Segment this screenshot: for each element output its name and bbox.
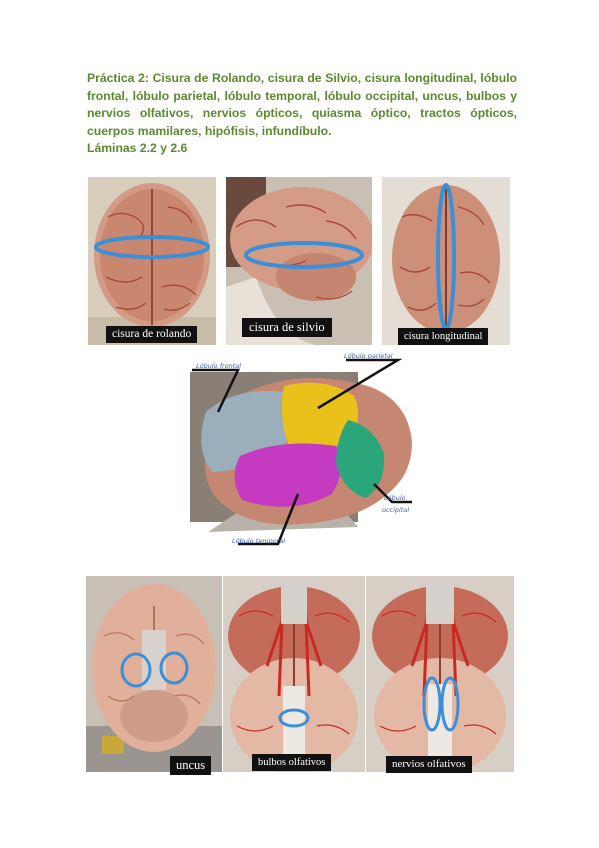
caption-cisura-longitudinal: cisura longitudinal xyxy=(398,328,489,345)
practice-heading: Práctica 2: Cisura de Rolando, cisura de… xyxy=(87,70,517,158)
caption-nervios-olfativos: nervios olfativos xyxy=(386,756,472,773)
photo-lobulos xyxy=(178,352,420,555)
photo-cisura-longitudinal xyxy=(382,177,510,345)
caption-bulbos-olfativos: bulbos olfativos xyxy=(252,754,332,771)
plates-reference: Láminas 2.2 y 2.6 xyxy=(87,141,188,155)
label-lobulo-temporal: Lóbulo temporal xyxy=(232,537,286,545)
photo-bulbos-olfativos xyxy=(223,576,365,772)
practice-title: Práctica 2: Cisura de Rolando, cisura de… xyxy=(87,71,517,138)
label-lobulo-occipital-1: Lóbulo xyxy=(384,494,406,502)
photo-cisura-rolando xyxy=(88,177,216,345)
label-lobulo-frontal: Lóbulo frontal xyxy=(196,362,242,370)
caption-cisura-rolando: cisura de rolando xyxy=(106,326,198,343)
photo-uncus xyxy=(86,576,222,772)
caption-cisura-silvio: cisura de silvio xyxy=(242,318,332,337)
label-lobulo-parietal: Lóbulo parietal xyxy=(344,352,393,360)
photo-nervios-olfativos xyxy=(366,576,514,772)
label-lobulo-occipital-2: occipital xyxy=(382,506,410,514)
caption-uncus: uncus xyxy=(170,756,212,775)
